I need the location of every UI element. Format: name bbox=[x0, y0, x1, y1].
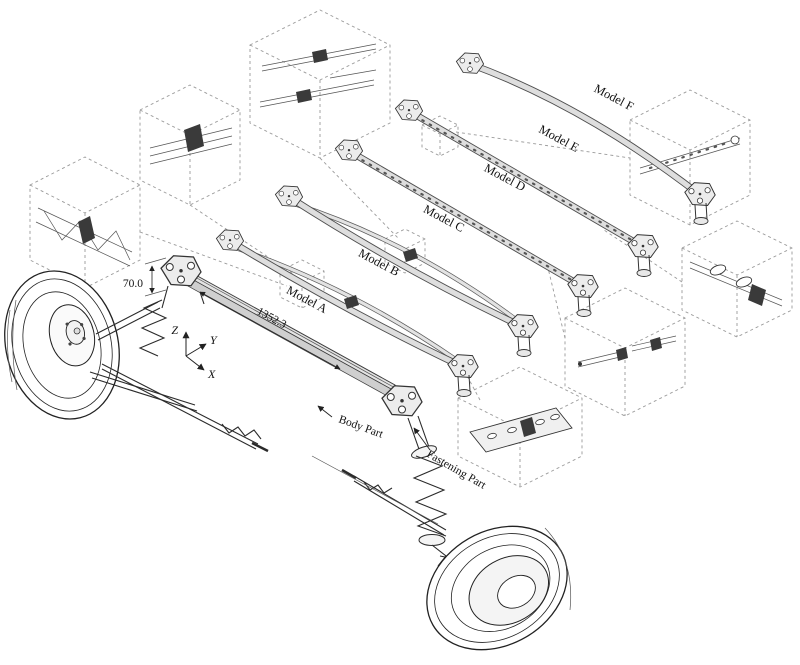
model-c-bar bbox=[274, 185, 539, 357]
detail-box-lattice bbox=[29, 156, 141, 289]
detail-box-plate-holes bbox=[457, 366, 583, 488]
axle-boot bbox=[363, 481, 393, 494]
mount-spacer bbox=[636, 254, 652, 277]
dark-collar bbox=[296, 89, 312, 103]
axle-shaft bbox=[353, 475, 447, 536]
detail-box-rod-collars bbox=[249, 9, 391, 159]
dark-band bbox=[748, 284, 766, 306]
axis-x-label: X bbox=[207, 367, 216, 381]
front-left-wheel bbox=[4, 270, 120, 420]
dark-clamp bbox=[520, 417, 536, 437]
mount-plate bbox=[394, 99, 424, 121]
model-f-bar bbox=[455, 52, 716, 225]
mount-plate-left bbox=[160, 255, 202, 287]
coil-spring bbox=[138, 299, 168, 357]
detail-box-splice bbox=[139, 84, 241, 206]
model-f-label: Model F bbox=[592, 81, 636, 113]
mount-plate bbox=[274, 185, 304, 207]
model-e-label: Model E bbox=[536, 122, 581, 155]
dark-collar bbox=[403, 248, 418, 262]
axis-z-label: Z bbox=[171, 323, 178, 337]
axle-boot bbox=[221, 423, 262, 440]
axis-y-label: Y bbox=[210, 333, 218, 347]
dark-clamp bbox=[78, 216, 95, 244]
dimension-height: 70.0 bbox=[123, 257, 167, 297]
dimension-mount-height: 70.0 bbox=[123, 278, 143, 290]
mount-plate bbox=[334, 139, 364, 161]
axle-stub bbox=[251, 441, 269, 453]
axle-stub bbox=[341, 468, 357, 480]
model-b-bar bbox=[215, 229, 479, 397]
axis-triad: Z Y X bbox=[171, 323, 218, 381]
model-d-bar bbox=[334, 139, 599, 317]
dark-collar bbox=[650, 337, 662, 351]
axle-shaft bbox=[101, 363, 259, 450]
leader-body-part: Body Part bbox=[317, 405, 385, 441]
mount-spacer bbox=[693, 202, 709, 225]
rear-right-suspension bbox=[311, 415, 521, 578]
lower-control-arm bbox=[89, 371, 198, 412]
mount-plate bbox=[455, 52, 485, 74]
upper-control-arm bbox=[95, 301, 161, 341]
detail-box-slot-holes bbox=[681, 220, 793, 338]
coil-spring bbox=[412, 455, 448, 537]
body-part-label: Body Part bbox=[337, 414, 385, 441]
strut-rod bbox=[407, 415, 431, 453]
mount-spacer bbox=[516, 334, 532, 357]
detail-box-tube-ends bbox=[564, 287, 686, 417]
dark-collar bbox=[312, 49, 328, 63]
tie-rod bbox=[311, 455, 439, 525]
front-left-suspension bbox=[89, 279, 269, 453]
model-e-bar bbox=[394, 99, 659, 277]
dark-collar bbox=[616, 347, 628, 361]
rear-right-wheel bbox=[426, 525, 571, 651]
dark-band bbox=[184, 124, 204, 152]
dark-collar bbox=[344, 295, 359, 309]
mount-spacer bbox=[456, 374, 472, 397]
mount-plate bbox=[215, 229, 245, 251]
